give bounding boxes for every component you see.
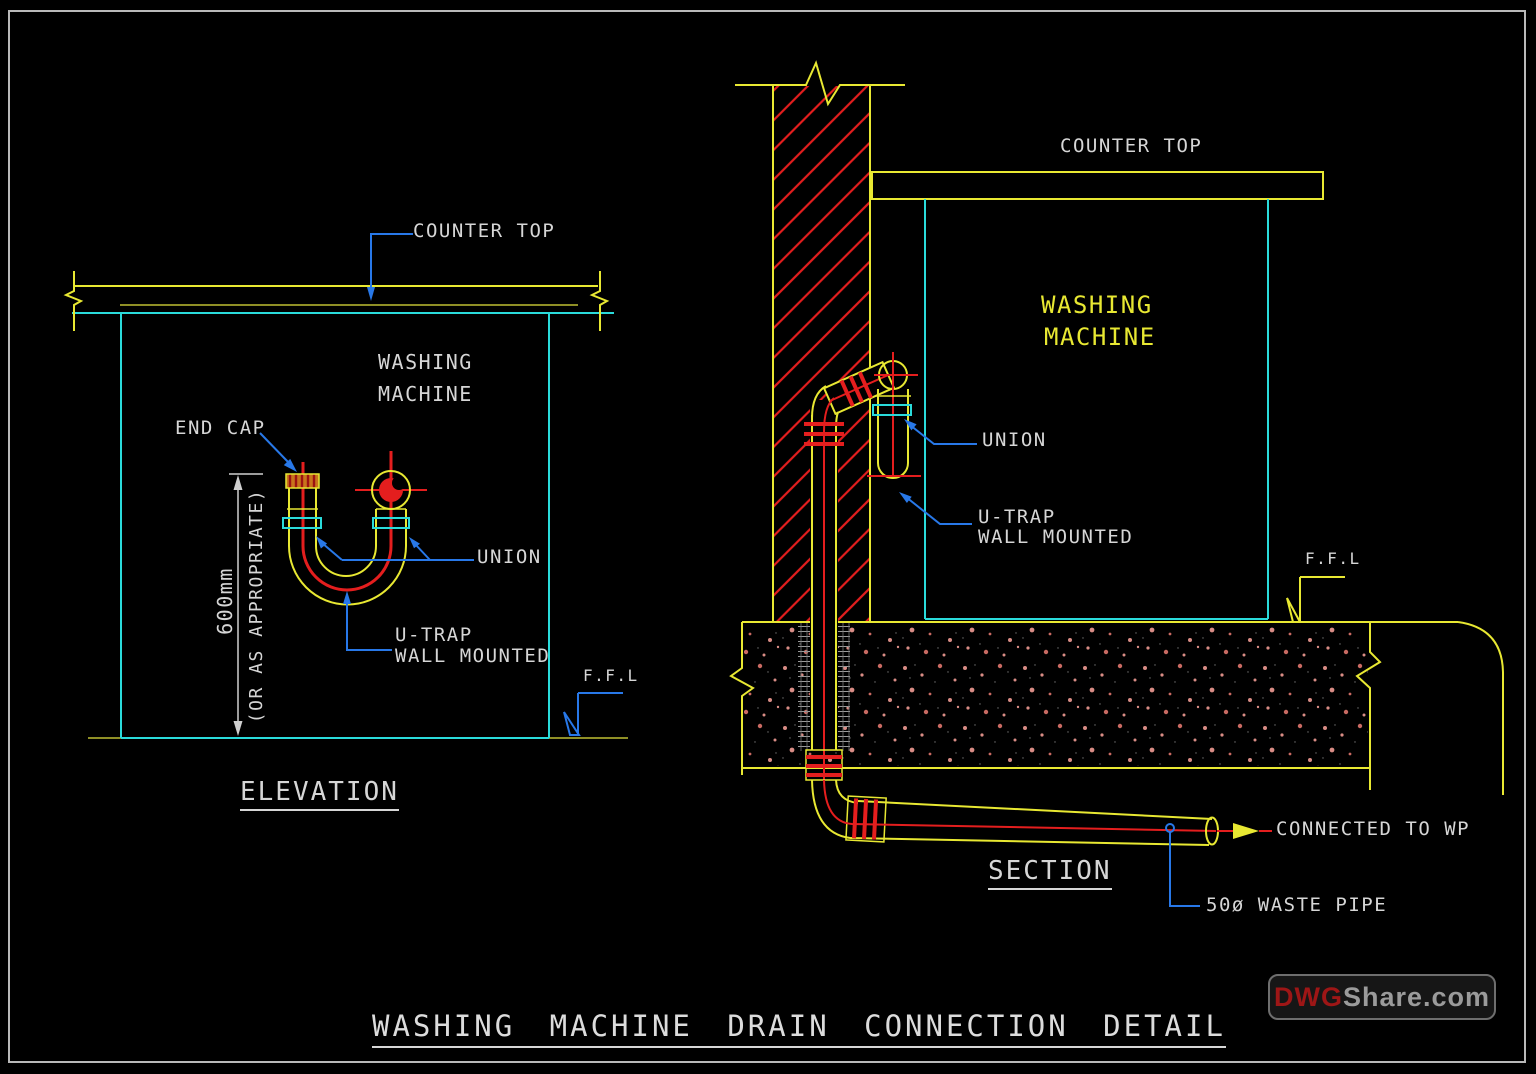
section-waste-pipe xyxy=(805,749,1272,846)
section-utrap-label-2: WALL MOUNTED xyxy=(978,526,1134,548)
red-pipe xyxy=(301,451,393,592)
elevation-machine-box xyxy=(88,313,628,739)
dimension-value-label: 600mm xyxy=(213,567,237,635)
section-view-title: SECTION xyxy=(988,858,1112,890)
section-utrap-leader xyxy=(899,492,972,525)
connected-to-wp-label: CONNECTED TO WP xyxy=(1276,818,1471,840)
sloped-coupling xyxy=(845,795,887,843)
section-machine-label: MACHINE xyxy=(1044,323,1156,351)
leader-arrow xyxy=(283,458,297,472)
leader-arrow xyxy=(409,537,420,549)
leader-arrow xyxy=(904,419,917,431)
section-utrap-label-1: U-TRAP xyxy=(978,506,1056,528)
elevation-view-linework xyxy=(63,233,628,739)
section-washing-label: WASHING xyxy=(1041,291,1153,319)
elevation-ffl-symbol xyxy=(563,692,623,736)
drawing-border xyxy=(8,10,1526,1063)
pipe-turn-symbol xyxy=(371,470,411,510)
section-union-leader xyxy=(904,419,977,445)
end-cap-label: END CAP xyxy=(175,417,266,439)
leader-arrow xyxy=(343,591,351,604)
break-mark-left xyxy=(63,271,84,331)
elevation-u-trap xyxy=(282,451,427,606)
dimension-600mm xyxy=(229,473,263,736)
elevation-utrap-label-2: WALL MOUNTED xyxy=(395,645,551,667)
pipe-sleeve-right xyxy=(837,623,850,751)
flow-arrow xyxy=(1233,823,1259,839)
end-cap xyxy=(285,473,320,489)
drawing-title: WASHING MACHINE DRAIN CONNECTION DETAIL xyxy=(372,1012,1226,1048)
leader-arrow xyxy=(899,492,912,503)
section-drain-pipe xyxy=(804,352,918,780)
dimension-note-label: (OR AS APPROPRIATE) xyxy=(246,488,267,724)
waste-pipe-leader xyxy=(1165,823,1200,907)
section-ffl-symbol xyxy=(1286,576,1345,623)
slab-break-left xyxy=(729,622,755,775)
union-fitting xyxy=(872,404,912,416)
end-cap-leader xyxy=(259,432,297,472)
watermark-dwg: DWG xyxy=(1273,981,1343,1012)
break-mark-right xyxy=(589,271,610,331)
section-machine-box xyxy=(924,199,1269,620)
elevation-machine-label: MACHINE xyxy=(378,382,473,406)
section-u-trap xyxy=(867,389,921,479)
elevation-counter-top xyxy=(63,271,614,331)
elevation-union-label: UNION xyxy=(477,546,542,568)
section-counter-top-label: COUNTER TOP xyxy=(1060,135,1203,157)
section-view-linework xyxy=(729,60,1504,907)
pipe-sleeve-left xyxy=(798,623,811,751)
elevation-counter-top-label: COUNTER TOP xyxy=(413,220,556,242)
watermark-rest: Share.com xyxy=(1342,981,1491,1012)
elevation-union-leader xyxy=(316,536,474,561)
elevation-utrap-label-1: U-TRAP xyxy=(395,624,473,646)
union-fitting-right xyxy=(372,517,410,529)
dim-arrow-down xyxy=(233,721,243,736)
elevation-utrap-leader xyxy=(343,591,392,651)
wall-break-mark xyxy=(735,60,905,107)
dim-arrow-up xyxy=(233,475,243,490)
section-ffl-label: F.F.L xyxy=(1305,549,1361,568)
floor-edge-curve xyxy=(1457,621,1504,795)
leader-arrow xyxy=(316,536,328,549)
leader-arrow xyxy=(367,287,375,301)
section-union-label: UNION xyxy=(982,429,1047,451)
union-fitting-left xyxy=(282,517,322,529)
waste-pipe-label: 50ø WASTE PIPE xyxy=(1206,894,1388,916)
section-counter-top xyxy=(871,171,1324,200)
slab-break-right xyxy=(1355,622,1382,790)
elevation-ffl-label: F.F.L xyxy=(583,666,639,685)
elevation-view-title: ELEVATION xyxy=(240,779,399,811)
elevation-counter-leader xyxy=(367,233,413,301)
elevation-washing-label: WASHING xyxy=(378,350,473,374)
